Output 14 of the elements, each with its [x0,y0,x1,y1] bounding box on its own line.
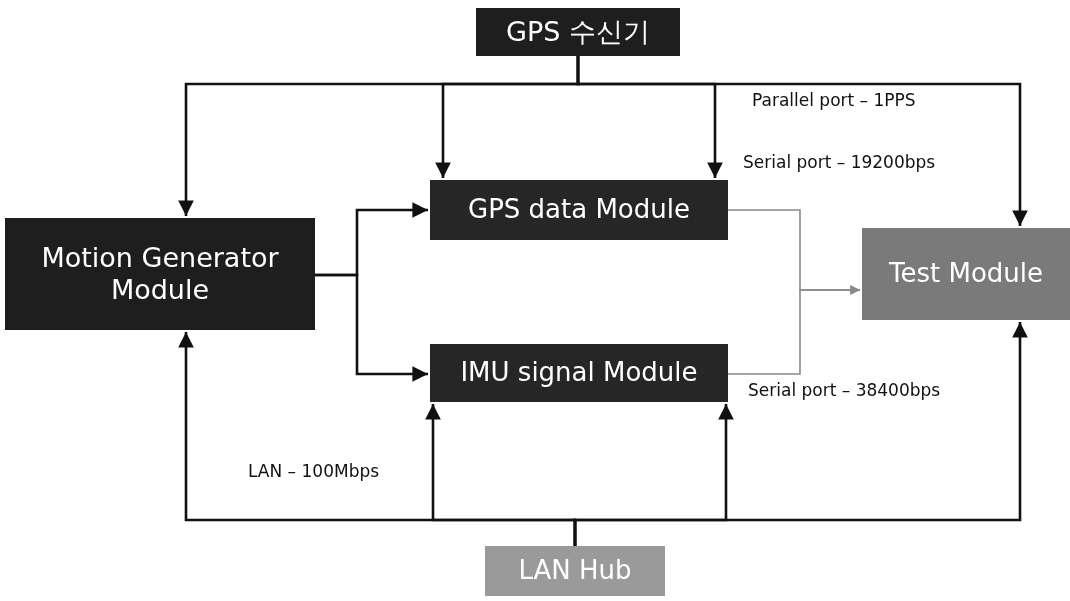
arrow [576,56,1028,226]
arrow [573,322,1028,546]
port-label: Serial port – 19200bps [743,152,936,172]
port-label: Parallel port – 1PPS [752,90,916,110]
module-box: Test Module [862,228,1070,320]
receiver-box: GPS 수신기 [476,8,680,56]
module-box: Motion Generator Module [5,218,315,330]
hub-box: LAN Hub [485,546,665,596]
port-label: LAN – 100Mbps [248,461,380,481]
module-box: GPS data Module [430,180,728,240]
arrow [727,285,861,375]
module-box: IMU signal Module [430,344,728,402]
arrow [315,273,428,382]
port-label: Serial port – 38400bps [748,380,941,400]
